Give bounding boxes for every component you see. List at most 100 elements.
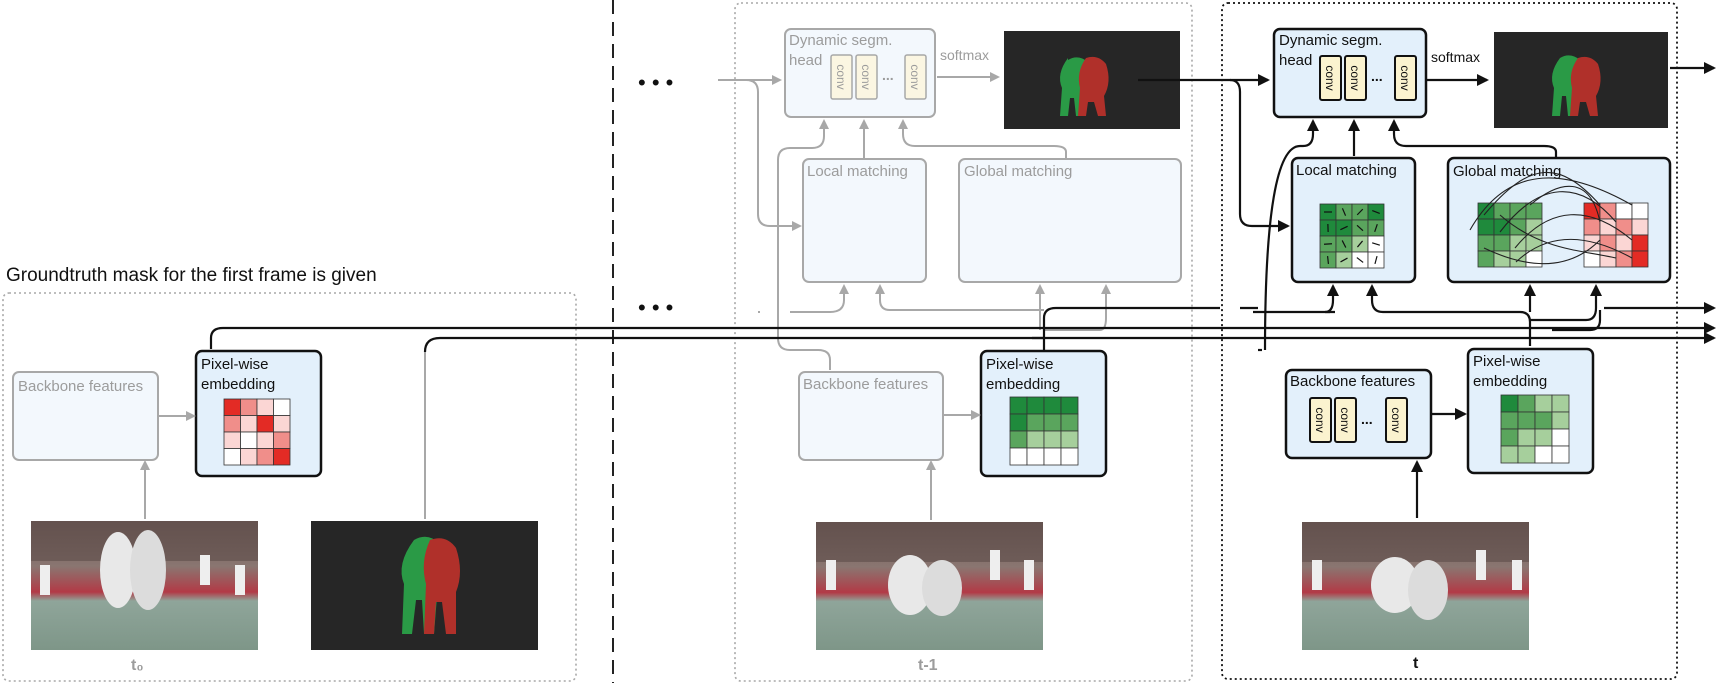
grid-cell [1600, 203, 1616, 219]
grid-cell [1010, 448, 1027, 465]
grid-cell [257, 416, 274, 433]
dynamic-head-label1-prev: Dynamic segm. [789, 32, 892, 49]
grid-cell [241, 416, 258, 433]
grid-cell [1027, 414, 1044, 431]
match-arrow [1328, 256, 1329, 264]
backbone-label-first: Backbone features [18, 378, 143, 395]
svg-text:...: ... [882, 67, 894, 83]
grid-cell [1518, 446, 1535, 463]
local-matching-label-prev: Local matching [807, 163, 908, 180]
svg-text:conv: conv [1338, 407, 1352, 432]
embedding-grid-first [224, 399, 290, 465]
time-label-first: t₀ [131, 657, 144, 674]
ellipsis-top: • • • [638, 70, 673, 95]
grid-cell [1027, 431, 1044, 448]
grid-cell [1526, 219, 1542, 235]
grid-cell [1518, 412, 1535, 429]
pixel-embedding-label2-curr: embedding [1473, 373, 1547, 390]
grid-cell [1061, 397, 1078, 414]
pixel-embedding-label1-curr: Pixel-wise [1473, 353, 1541, 370]
svg-text:conv: conv [1313, 407, 1327, 432]
grid-cell [241, 432, 258, 449]
dynamic-head-label2-curr: head [1279, 52, 1312, 69]
grid-cell [1501, 412, 1518, 429]
grid-cell [1526, 251, 1542, 267]
grid-cell [1061, 448, 1078, 465]
grid-cell [1044, 397, 1061, 414]
global-matching-grid-left [1478, 203, 1542, 267]
svg-text:conv: conv [908, 64, 922, 89]
grid-cell [1632, 235, 1648, 251]
pixel-embedding-label1-first: Pixel-wise [201, 356, 269, 373]
grid-cell [1061, 414, 1078, 431]
curr-frame-group: Dynamic segm. head conv conv ... conv so… [1138, 29, 1714, 672]
grid-cell [1510, 235, 1526, 251]
grid-cell [1632, 251, 1648, 267]
pixel-embedding-label2-first: embedding [201, 376, 275, 393]
time-label-curr: t [1413, 655, 1419, 672]
grid-cell [1552, 412, 1569, 429]
grid-cell [224, 416, 241, 433]
time-label-prev: t-1 [918, 657, 938, 674]
grid-cell [224, 432, 241, 449]
svg-text:conv: conv [1398, 65, 1412, 90]
grid-cell [1044, 414, 1061, 431]
backbone-label-prev: Backbone features [803, 376, 928, 393]
grid-cell [241, 449, 258, 466]
grid-cell [1552, 446, 1569, 463]
grid-cell [224, 399, 241, 416]
svg-text:conv: conv [1389, 407, 1403, 432]
groundtruth-mask-image [311, 521, 538, 650]
grid-cell [1510, 219, 1526, 235]
grid-cell [274, 399, 291, 416]
grid-cell [1518, 429, 1535, 446]
grid-cell [241, 399, 258, 416]
grid-cell [1510, 203, 1526, 219]
grid-cell [1044, 431, 1061, 448]
grid-cell [1478, 251, 1494, 267]
softmax-label-prev: softmax [940, 47, 989, 63]
frame-image-first [31, 521, 258, 650]
grid-cell [257, 399, 274, 416]
grid-cell [1600, 251, 1616, 267]
ellipsis-middle: • • • [638, 295, 673, 320]
first-frame-group: Backbone features Pixel-wise embedding t… [13, 350, 538, 674]
grid-cell [1535, 429, 1552, 446]
grid-cell [274, 449, 291, 466]
grid-cell [1552, 395, 1569, 412]
grid-cell [1027, 397, 1044, 414]
grid-cell [1526, 203, 1542, 219]
predicted-mask-image-curr [1494, 32, 1668, 128]
embedding-grid-curr [1501, 395, 1569, 463]
grid-cell [224, 449, 241, 466]
svg-text:...: ... [1361, 411, 1373, 427]
grid-cell [1010, 397, 1027, 414]
backbone-label-curr: Backbone features [1290, 373, 1415, 390]
frame-image-prev [816, 522, 1043, 650]
grid-cell [1632, 203, 1648, 219]
grid-cell [274, 416, 291, 433]
grid-cell [1061, 431, 1078, 448]
match-arrow [1324, 244, 1332, 245]
grid-cell [1478, 203, 1494, 219]
grid-cell [257, 432, 274, 449]
grid-cell [1501, 395, 1518, 412]
grid-cell [1616, 203, 1632, 219]
grid-cell [1584, 203, 1600, 219]
softmax-label-curr: softmax [1431, 49, 1480, 65]
grid-cell [1494, 235, 1510, 251]
svg-text:...: ... [1371, 68, 1383, 84]
dynamic-head-label2-prev: head [789, 52, 822, 69]
global-matching-label-prev: Global matching [964, 163, 1072, 180]
frame-image-curr [1302, 522, 1529, 650]
grid-cell [1044, 448, 1061, 465]
local-matching-grid [1320, 204, 1384, 268]
grid-cell [1535, 446, 1552, 463]
grid-cell [1584, 219, 1600, 235]
pixel-embedding-label2-prev: embedding [986, 376, 1060, 393]
grid-cell [1027, 448, 1044, 465]
dynamic-head-label1-curr: Dynamic segm. [1279, 32, 1382, 49]
grid-cell [274, 432, 291, 449]
grid-cell [1010, 414, 1027, 431]
